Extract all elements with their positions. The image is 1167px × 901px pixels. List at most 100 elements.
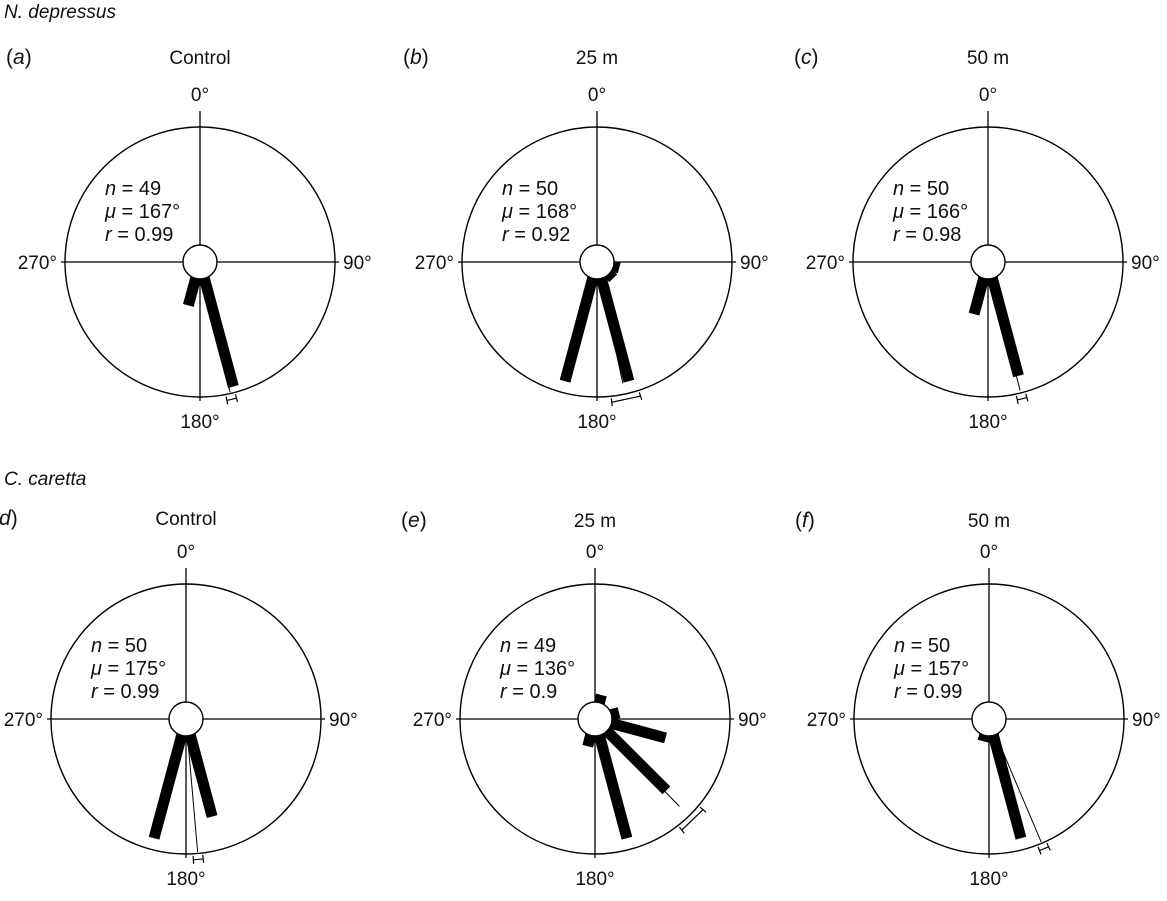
degree-label-top: 0° [588,85,606,106]
stat-value: 136° [534,658,575,680]
degree-label-bottom: 180° [575,869,614,890]
panel-c: (c) 50 m 0° 180° 270° 90° n = 50μ = 166°r = 0.… [794,46,1160,433]
stat-n: n = 50 [893,178,949,200]
panel-letter: (f) [795,509,815,532]
degree-label-left: 270° [415,253,454,274]
panel-letter: (e) [401,509,427,532]
stat-value: 0.99 [923,681,962,703]
degree-label-right: 90° [1131,253,1160,274]
stat-value: 157° [928,658,969,680]
degree-label-top: 0° [177,542,195,563]
stat-n: n = 50 [502,178,558,200]
confidence-interval [678,806,707,834]
histogram-bar [968,275,990,316]
degree-label-top: 0° [980,542,998,563]
stat-value: 49 [534,635,556,657]
center-hub [182,244,218,280]
panel-letter-value: c [801,46,812,69]
stat-r: r = 0.92 [502,224,570,246]
stat-value: 0.99 [134,224,173,246]
degree-label-bottom: 180° [577,412,616,433]
degree-label-bottom: 180° [969,869,1008,890]
histogram-bar [986,275,1024,378]
degree-label-left: 270° [18,253,57,274]
panel-f: (f)50 m0°180°270°90°n = 50μ = 157°r = 0.… [795,509,1161,890]
histogram-bar [184,732,218,818]
stat-value: 167° [139,201,180,223]
degree-label-right: 90° [740,253,769,274]
center-hub [168,701,204,737]
degree-label-top: 0° [586,542,604,563]
stat-mu: μ = 175° [90,658,166,680]
stat-value: 49 [139,178,161,200]
histogram-bar [601,725,671,795]
mean-vector [988,718,1042,843]
histogram-bar [183,275,202,307]
histogram-bar [595,275,635,383]
stat-mu: μ = 167° [104,201,180,223]
center-hub [970,244,1006,280]
panel-letter-value: d [0,507,12,530]
stat-mu: μ = 166° [892,201,968,223]
stat-mu: μ = 168° [501,201,577,223]
panel-letter-value: e [408,509,420,532]
panel-title: 25 m [574,511,616,532]
stat-r: r = 0.99 [91,681,159,703]
stat-value: 0.9 [529,681,557,703]
panel-title: 25 m [576,48,618,69]
mean-vector [987,261,1021,391]
stat-n: n = 50 [894,635,950,657]
stat-r: r = 0.99 [894,681,962,703]
stat-n: n = 49 [105,178,161,200]
panel-title: Control [155,509,216,530]
panel-title: 50 m [967,48,1009,69]
panel-b: (b)25 m0°180°270°90°n = 50μ = 168°r = 0.… [403,46,769,433]
degree-label-right: 90° [738,710,767,731]
panel-letter: (a) [6,46,32,69]
stat-value: 166° [927,201,968,223]
degree-label-left: 270° [413,710,452,731]
center-hub [577,701,613,737]
degree-label-bottom: 180° [968,412,1007,433]
stat-value: 168° [536,201,577,223]
stat-value: 0.99 [120,681,159,703]
center-hub [971,701,1007,737]
panel-letter-value: f [802,509,810,532]
degree-label-left: 270° [806,253,845,274]
stat-value: 50 [125,635,147,657]
row-label-n-depressus: N. depressus [4,2,116,23]
stat-r: r = 0.99 [105,224,173,246]
stat-value: 50 [536,178,558,200]
panel-letter-value: b [410,46,422,69]
panel-title: 50 m [968,511,1010,532]
degree-label-right: 90° [329,710,358,731]
confidence-interval [225,394,239,405]
histogram-bar [559,275,599,383]
stat-mu: μ = 157° [893,658,969,680]
degree-label-top: 0° [979,85,997,106]
stat-r: r = 0.98 [893,224,961,246]
histogram-bar [198,275,239,389]
stat-value: 0.92 [531,224,570,246]
degree-label-right: 90° [1132,710,1161,731]
confidence-interval [610,392,643,407]
histogram-bar [987,732,1027,840]
degree-label-top: 0° [191,85,209,106]
mean-vector [199,261,231,393]
stat-n: n = 50 [91,635,147,657]
row-label-c-caretta: C. caretta [4,469,86,490]
panel-title: Control [169,48,230,69]
degree-label-bottom: 180° [180,412,219,433]
degree-label-bottom: 180° [166,869,205,890]
histogram-bar [148,732,188,840]
panel-letter: (c) [794,46,819,69]
stat-value: 0.98 [922,224,961,246]
mean-vector [596,261,624,384]
confidence-interval [1015,393,1029,404]
center-hub [579,244,615,280]
mean-vector [594,718,680,807]
histogram-bar [593,732,633,840]
